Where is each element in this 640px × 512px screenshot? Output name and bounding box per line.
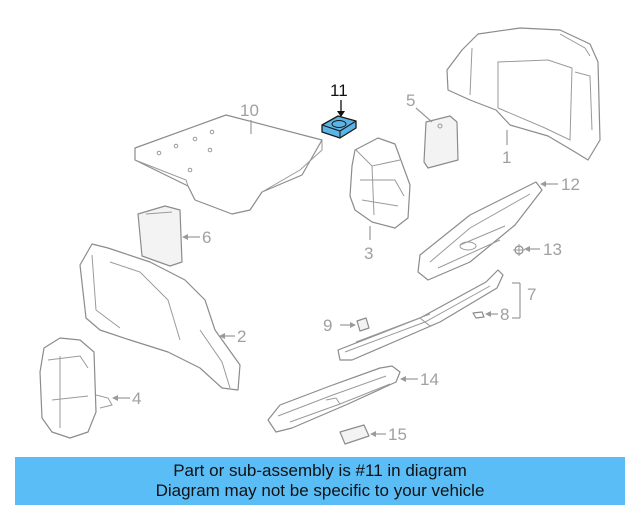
leader-11: [337, 100, 345, 117]
callout-2: 2: [237, 327, 246, 346]
callout-11: 11: [330, 81, 348, 100]
callout-3: 3: [364, 244, 373, 263]
part-15-insert: [339, 424, 370, 445]
callout-13: 13: [543, 240, 562, 259]
parts-diagram: 1 5 10 11 3 6: [39, 27, 601, 445]
part-2-quarter-trim-left: [79, 243, 241, 391]
banner-line-1: Part or sub-assembly is #11 in diagram: [173, 461, 467, 480]
callout-5: 5: [406, 91, 415, 110]
part-13-clip: [513, 244, 525, 256]
info-banner: Part or sub-assembly is #11 in diagram D…: [15, 457, 625, 505]
part-7-sill-plate: [337, 269, 504, 361]
part-11-highlighted: [321, 115, 357, 139]
part-8-clip: [472, 311, 485, 319]
banner-line-2: Diagram may not be specific to your vehi…: [155, 481, 485, 500]
part-10-load-floor: [134, 114, 323, 215]
callout-10: 10: [240, 101, 259, 120]
callout-8: 8: [500, 305, 509, 324]
callout-15: 15: [388, 425, 407, 444]
callout-9: 9: [323, 316, 332, 335]
leader-5: [415, 107, 433, 123]
part-9-retainer: [356, 317, 370, 332]
part-14-scuff-plate: [267, 365, 401, 433]
part-12-trim-lid: [417, 181, 543, 281]
part-5-cover-panel: [423, 115, 459, 169]
part-4-side-storage-bin: [39, 337, 113, 439]
callout-6: 6: [202, 228, 211, 247]
part-6-small-panel: [137, 205, 183, 267]
part-3-storage-bin: [349, 137, 411, 229]
callout-7: 7: [527, 285, 536, 304]
callout-14: 14: [420, 370, 439, 389]
callout-12: 12: [561, 175, 580, 194]
part-1-quarter-trim-right: [446, 27, 601, 161]
callout-1: 1: [502, 148, 511, 167]
callout-4: 4: [132, 389, 141, 408]
